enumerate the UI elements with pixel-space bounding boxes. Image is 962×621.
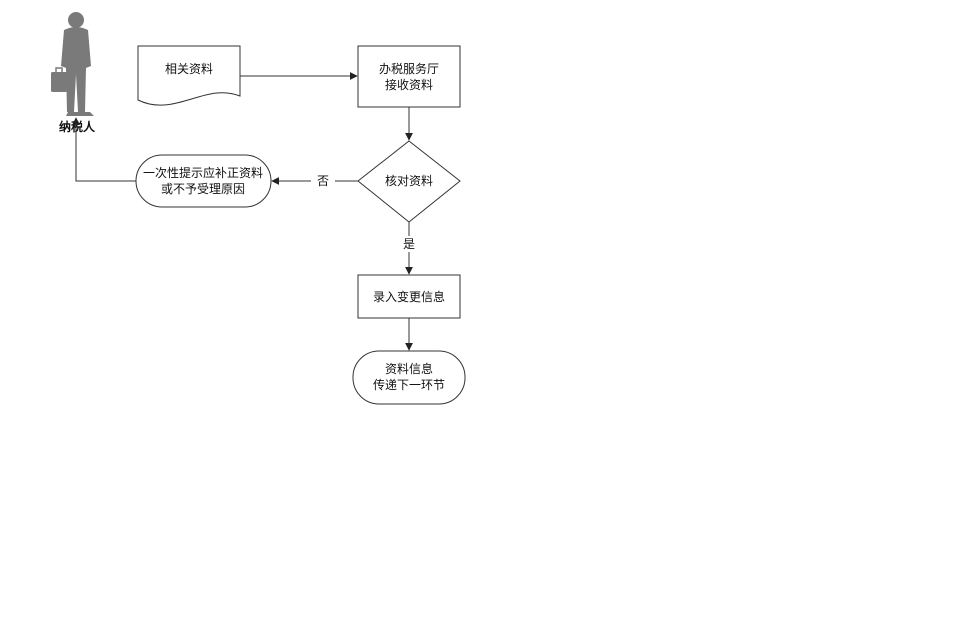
next-step-node: 资料信息 传递下一环节 bbox=[352, 350, 466, 405]
taxpayer-label: 纳税人 bbox=[59, 119, 96, 134]
edge-notice-to-taxpayer bbox=[72, 117, 136, 182]
one-time-notice-line2: 或不予受理原因 bbox=[161, 182, 245, 196]
enter-change-info-node: 录入变更信息 bbox=[357, 274, 461, 319]
one-time-notice-line1: 一次性提示应补正资料 bbox=[143, 165, 263, 180]
next-step-line1: 资料信息 bbox=[385, 361, 433, 376]
edge-label-no: 否 bbox=[317, 174, 329, 188]
receive-documents-node: 办税服务厅 接收资料 bbox=[357, 45, 461, 108]
check-documents-decision: 核对资料 bbox=[357, 140, 461, 223]
next-step-line2: 传递下一环节 bbox=[373, 377, 445, 392]
check-documents-label: 核对资料 bbox=[385, 174, 433, 188]
related-documents-label: 相关资料 bbox=[165, 62, 213, 76]
one-time-notice-node: 一次性提示应补正资料 或不予受理原因 bbox=[135, 154, 272, 208]
taxpayer-icon bbox=[51, 12, 94, 116]
enter-change-info-label: 录入变更信息 bbox=[373, 289, 445, 304]
edge-label-yes: 是 bbox=[403, 237, 415, 251]
related-documents-node: 相关资料 bbox=[137, 45, 241, 106]
receive-documents-line2: 接收资料 bbox=[385, 77, 433, 92]
receive-documents-line1: 办税服务厅 bbox=[379, 61, 439, 76]
